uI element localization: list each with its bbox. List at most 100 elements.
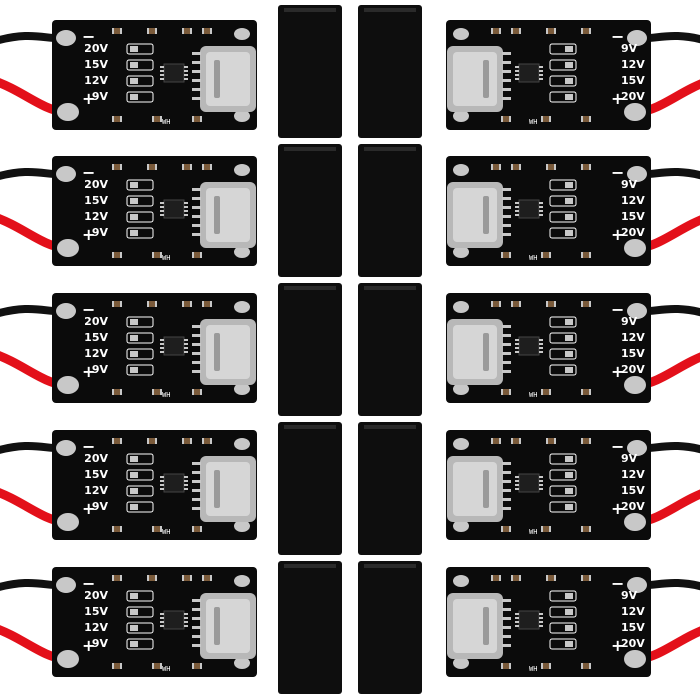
smd-component <box>147 164 157 170</box>
smd-terminal <box>152 252 154 258</box>
smd-terminal <box>182 28 184 34</box>
usb-c-pin <box>192 498 201 501</box>
ic-pin <box>184 74 188 76</box>
ic-chip <box>518 336 540 356</box>
smd-component <box>511 301 521 307</box>
jumper-pad <box>126 501 154 513</box>
minus-symbol: − <box>611 300 624 319</box>
ic-pin <box>184 78 188 80</box>
smd-terminal <box>155 164 157 170</box>
smd-terminal <box>509 116 511 122</box>
smd-component <box>491 28 501 34</box>
smd-component <box>182 438 192 444</box>
smd-component <box>581 389 591 395</box>
smd-component <box>152 526 162 532</box>
smd-component <box>182 575 192 581</box>
smd-terminal <box>120 389 122 395</box>
sleeve-highlight <box>364 564 416 568</box>
ic-pin <box>184 202 188 204</box>
smd-terminal <box>519 438 521 444</box>
voltage-label: 20V <box>621 637 645 650</box>
ic-pin <box>539 621 543 623</box>
smd-terminal <box>160 663 162 669</box>
smd-terminal <box>210 28 212 34</box>
smd-terminal <box>549 663 551 669</box>
smd-terminal <box>581 575 583 581</box>
ic-pin <box>539 214 543 216</box>
sleeve-highlight <box>364 8 416 12</box>
plus-symbol: + <box>82 362 95 381</box>
smd-terminal <box>210 575 212 581</box>
voltage-label: 20V <box>84 178 108 191</box>
solder-pad <box>453 164 469 176</box>
usb-c-pin <box>502 334 511 337</box>
usb-c-pin <box>192 370 201 373</box>
ic-pin <box>539 339 543 341</box>
ic-pin <box>515 343 519 345</box>
voltage-label: 15V <box>84 58 108 71</box>
sleeve-highlight <box>284 147 336 151</box>
smd-component <box>546 301 556 307</box>
voltage-label: 12V <box>84 347 108 360</box>
ic-pin <box>515 484 519 486</box>
smd-component <box>182 164 192 170</box>
solder-pad <box>627 577 647 593</box>
smd-terminal <box>192 663 194 669</box>
smd-component <box>112 164 122 170</box>
smd-terminal <box>202 28 204 34</box>
right-board-column: 9V12V15V20V+−WH9V12V15V20V+−WH9V12V15V20… <box>446 20 700 677</box>
silkscreen-mark: WH <box>529 528 537 536</box>
usb-c-pin <box>192 97 201 100</box>
voltage-label: 9V <box>621 42 638 55</box>
solder-pad <box>234 301 250 313</box>
voltage-label: 9V <box>92 500 109 513</box>
smd-component <box>192 252 202 258</box>
ic-pin <box>539 351 543 353</box>
smd-component <box>501 252 511 258</box>
solder-pad <box>234 657 250 669</box>
ic-pin <box>184 613 188 615</box>
sleeve-body <box>358 422 422 555</box>
jumper-contact <box>565 609 573 615</box>
ic-pin <box>539 78 543 80</box>
solder-pad <box>453 246 469 258</box>
ic-pin <box>160 625 164 627</box>
jumper-contact <box>565 504 573 510</box>
ic-pin <box>184 66 188 68</box>
usb-c-shell <box>453 188 497 242</box>
smd-terminal <box>509 663 511 669</box>
smd-component <box>511 28 521 34</box>
smd-terminal <box>120 663 122 669</box>
ic-pin <box>160 347 164 349</box>
ic-pin <box>184 625 188 627</box>
smd-component <box>147 438 157 444</box>
voltage-label: 12V <box>621 605 645 618</box>
smd-terminal <box>589 252 591 258</box>
ic-pin <box>160 480 164 482</box>
plus-symbol: + <box>611 225 624 244</box>
ic-pin <box>184 621 188 623</box>
silkscreen-mark: WH <box>162 665 170 673</box>
usb-c-pin <box>192 215 201 218</box>
sleeve-highlight <box>364 147 416 151</box>
sleeve <box>358 144 422 277</box>
jumper-pad <box>549 91 577 103</box>
plus-symbol: + <box>611 499 624 518</box>
jumper-pad <box>126 638 154 650</box>
usb-c-tongue <box>483 607 489 645</box>
smd-component <box>581 116 591 122</box>
ic-pin <box>539 206 543 208</box>
usb-c-pin <box>502 489 511 492</box>
sleeve <box>358 422 422 555</box>
smd-terminal <box>589 575 591 581</box>
silkscreen-mark: WH <box>162 528 170 536</box>
smd-component <box>541 526 551 532</box>
jumper-contact <box>565 230 573 236</box>
usb-c-pin <box>192 626 201 629</box>
voltage-label: 20V <box>84 315 108 328</box>
ic-pin <box>160 484 164 486</box>
solder-pad <box>56 440 76 456</box>
smd-terminal <box>182 164 184 170</box>
